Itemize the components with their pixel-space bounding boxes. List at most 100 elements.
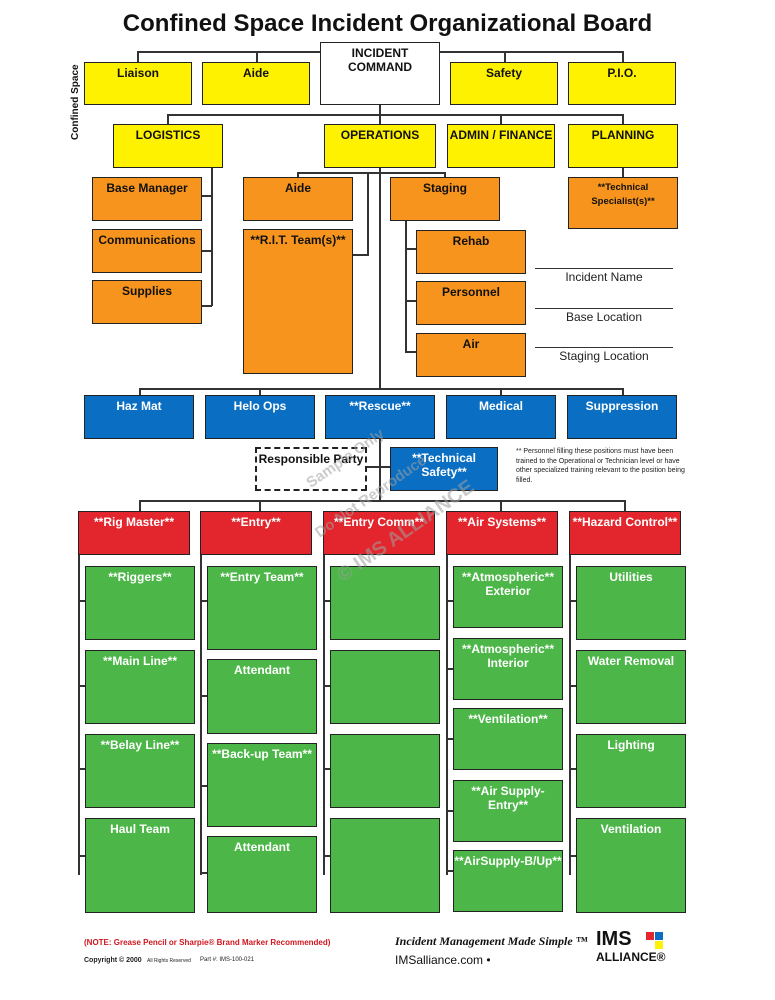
rights: All Rights Reserved (147, 958, 191, 964)
connector (379, 168, 381, 390)
connector (444, 172, 446, 178)
personnel-box[interactable]: Personnel (416, 281, 526, 325)
suppression-box[interactable]: Suppression (567, 395, 677, 439)
atmospheric-interior-box[interactable]: **Atmospheric** Interior (453, 638, 563, 700)
staging-location-line[interactable] (535, 347, 673, 348)
connector (200, 250, 212, 252)
connector (137, 51, 139, 63)
rescue-box[interactable]: **Rescue** (325, 395, 435, 439)
page-title: Confined Space Incident Organizational B… (122, 10, 653, 37)
attendant-box-2[interactable]: Attendant (207, 836, 317, 913)
logo-square-red (646, 932, 654, 940)
atmospheric-exterior-box[interactable]: **Atmospheric** Exterior (453, 566, 563, 628)
personnel-note: ** Personnel filling these positions mus… (516, 448, 685, 484)
rig-master-box[interactable]: **Rig Master** (78, 511, 190, 555)
ventilation-box[interactable]: Ventilation (576, 818, 686, 913)
connector (622, 388, 624, 396)
connector (167, 114, 623, 116)
website-link[interactable]: IMSalliance.com • (395, 953, 491, 967)
lighting-box[interactable]: Lighting (576, 734, 686, 808)
connector (256, 51, 258, 63)
connector (405, 300, 417, 302)
technical-specialist-box[interactable]: **Technical Specialist(s)** (568, 177, 678, 229)
connector (569, 555, 571, 875)
connector (622, 51, 624, 63)
ims-alliance-logo: IMS ALLIANCE® (596, 928, 696, 968)
connector (405, 351, 417, 353)
haul-team-box[interactable]: Haul Team (85, 818, 195, 913)
connector (78, 555, 80, 875)
connector (352, 254, 368, 256)
helo-ops-box[interactable]: Helo Ops (205, 395, 315, 439)
planning-box[interactable]: PLANNING (568, 124, 678, 168)
incident-name-line[interactable] (535, 268, 673, 269)
ventilation-air-box[interactable]: **Ventilation** (453, 708, 563, 770)
connector (259, 388, 261, 396)
supplies-box[interactable]: Supplies (92, 280, 202, 324)
base-location-label: Base Location (565, 310, 643, 324)
water-removal-box[interactable]: Water Removal (576, 650, 686, 724)
side-label: Confined Space (70, 64, 81, 140)
staging-box[interactable]: Staging (390, 177, 500, 221)
aide-box[interactable]: Aide (202, 62, 310, 105)
rit-team-box[interactable]: **R.I.T. Team(s)** (243, 229, 353, 374)
operations-box[interactable]: OPERATIONS (324, 124, 436, 168)
entry-team-box[interactable]: **Entry Team** (207, 566, 317, 650)
incident-name-label: Incident Name (565, 270, 643, 284)
connector (446, 555, 448, 875)
base-location-line[interactable] (535, 308, 673, 309)
connector (323, 555, 325, 875)
haz-mat-box[interactable]: Haz Mat (84, 395, 194, 439)
pio-box[interactable]: P.I.O. (568, 62, 676, 105)
entry-comm-slot-3[interactable] (330, 734, 440, 808)
connector (139, 500, 141, 512)
connector (405, 248, 417, 250)
logistics-box[interactable]: LOGISTICS (113, 124, 223, 168)
hazard-control-box[interactable]: **Hazard Control** (569, 511, 681, 555)
responsible-party-box[interactable]: Responsible Party (255, 447, 367, 491)
connector (200, 195, 212, 197)
air-supply-entry-box[interactable]: **Air Supply-Entry** (453, 780, 563, 842)
entry-comm-slot-2[interactable] (330, 650, 440, 724)
connector (504, 51, 506, 63)
air-systems-box[interactable]: **Air Systems** (446, 511, 558, 555)
connector (500, 388, 502, 396)
connector (200, 555, 202, 875)
connector (622, 114, 624, 126)
tagline: Incident Management Made Simple ™ (395, 934, 588, 948)
connector (624, 500, 626, 512)
logo-square-blue (655, 932, 663, 940)
riggers-box[interactable]: **Riggers** (85, 566, 195, 640)
connector (366, 466, 392, 468)
air-supply-backup-box[interactable]: **AirSupply-B/Up** (453, 850, 563, 912)
back-up-team-box[interactable]: **Back-up Team** (207, 743, 317, 827)
staging-location-label: Staging Location (559, 349, 649, 363)
safety-box[interactable]: Safety (450, 62, 558, 105)
belay-line-box[interactable]: **Belay Line** (85, 734, 195, 808)
logo-square-yellow (655, 941, 663, 949)
admin-finance-box[interactable]: ADMIN / FINANCE (447, 124, 555, 168)
connector (259, 500, 261, 512)
technical-safety-box[interactable]: **Technical Safety** (390, 447, 498, 491)
communications-box[interactable]: Communications (92, 229, 202, 273)
connector (139, 388, 623, 390)
liaison-box[interactable]: Liaison (84, 62, 192, 105)
medical-box[interactable]: Medical (446, 395, 556, 439)
entry-comm-box[interactable]: **Entry Comm** (323, 511, 435, 555)
main-line-box[interactable]: **Main Line** (85, 650, 195, 724)
incident-command-box[interactable]: INCIDENT COMMAND (320, 42, 440, 105)
utilities-box[interactable]: Utilities (576, 566, 686, 640)
entry-comm-slot-4[interactable] (330, 818, 440, 913)
base-manager-box[interactable]: Base Manager (92, 177, 202, 221)
connector (500, 500, 502, 512)
air-box[interactable]: Air (416, 333, 526, 377)
logo-text-top: IMS (596, 928, 632, 950)
ops-aide-box[interactable]: Aide (243, 177, 353, 221)
attendant-box-1[interactable]: Attendant (207, 659, 317, 734)
connector (200, 305, 212, 307)
connector (622, 168, 624, 180)
rehab-box[interactable]: Rehab (416, 230, 526, 274)
connector (167, 114, 169, 126)
entry-box[interactable]: **Entry** (200, 511, 312, 555)
entry-comm-slot-1[interactable] (330, 566, 440, 640)
